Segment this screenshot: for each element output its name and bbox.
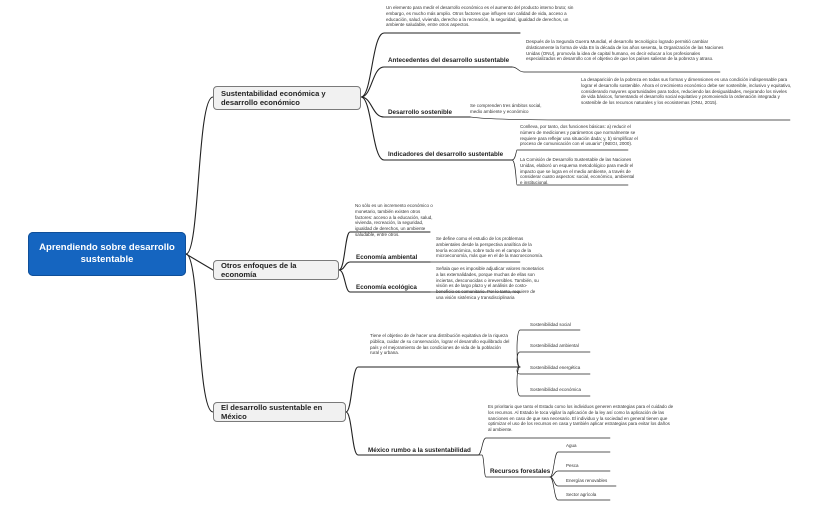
branch-mexico[interactable]: El desarrollo sustentable en México: [213, 402, 346, 422]
topic-economia-ambiental[interactable]: Economía ambiental: [356, 254, 418, 261]
leaf-pesca[interactable]: Pesca: [566, 463, 579, 468]
b2-intro-text: No sólo es un incremento económico o mon…: [355, 203, 433, 237]
branch-title: Sustentabilidad económica y desarrollo e…: [221, 88, 326, 108]
antecedentes-text: Después de la Segunda Guerra Mundial, el…: [526, 39, 724, 62]
b3-intro-text: Tiene el objetivo de de hacer una distri…: [370, 333, 510, 356]
leaf-sostenibilidad-economica[interactable]: Sostenibilidad económica: [530, 387, 582, 392]
leaf-sostenibilidad-ambiental[interactable]: Sostenibilidad ambiental: [530, 343, 579, 348]
b1-intro-text: Un elemento para medir el desarrollo eco…: [386, 5, 574, 28]
branch-otros-enfoques[interactable]: Otros enfoques de la economía: [213, 260, 339, 280]
desarrollo-text: La desaparición de la pobreza en todas s…: [581, 77, 792, 106]
topic-indicadores[interactable]: Indicadores del desarrollo sustentable: [388, 151, 504, 158]
leaf-energias-renovables[interactable]: Energías renovables: [566, 478, 608, 483]
leaf-sostenibilidad-social[interactable]: Sostenibilidad social: [530, 322, 571, 327]
topic-mexico-rumbo[interactable]: México rumbo a la sustentabilidad: [368, 447, 471, 454]
branch-title: El desarrollo sustentable en México: [221, 402, 323, 422]
indicadores-text-1: Conlleva, por tanto, dos funciones básic…: [520, 124, 638, 147]
economia-ambiental-text: Se define como el estudio de los problem…: [436, 236, 544, 259]
branch-title: Otros enfoques de la economía: [221, 260, 297, 280]
rumbo-text: Es prioritario que tanto el Estado como …: [488, 404, 674, 433]
root-node[interactable]: Aprendiendo sobre desarrollo sustentable: [28, 232, 186, 276]
leaf-sostenibilidad-energetica[interactable]: Sostenibilidad energética: [530, 365, 581, 370]
economia-ecologica-text: Señala que es imposible adjudicar valore…: [436, 266, 544, 300]
desarrollo-sub-text: Se comprenden tres ámbitos social, medio…: [470, 103, 542, 114]
indicadores-text-2: La Comisión de Desarrollo Sustentable de…: [520, 157, 635, 186]
branch-sustentabilidad-economica[interactable]: Sustentabilidad económica y desarrollo e…: [213, 86, 361, 110]
topic-antecedentes[interactable]: Antecedentes del desarrollo sustentable: [388, 57, 510, 64]
leaf-agua[interactable]: Agua: [566, 443, 577, 448]
topic-economia-ecologica[interactable]: Economía ecológica: [356, 284, 417, 291]
topic-desarrollo-sostenible[interactable]: Desarrollo sostenible: [388, 109, 453, 116]
leaf-sector-agricola[interactable]: Sector agrícola: [566, 492, 597, 497]
topic-recursos-forestales[interactable]: Recursos forestales: [490, 468, 551, 475]
root-title: Aprendiendo sobre desarrollo sustentable: [39, 242, 175, 265]
